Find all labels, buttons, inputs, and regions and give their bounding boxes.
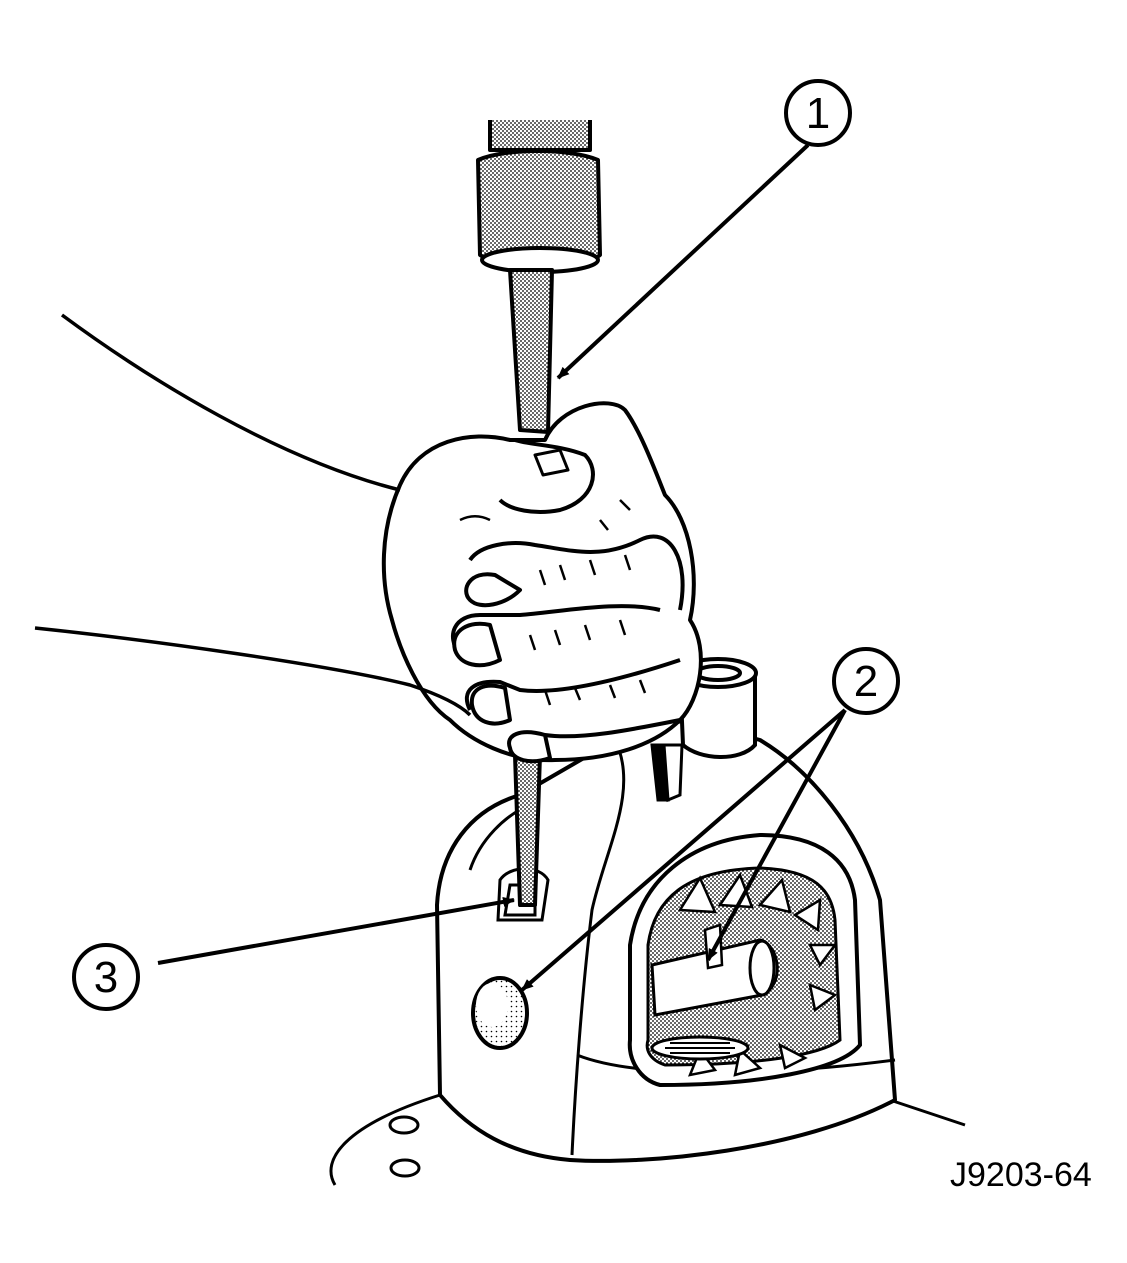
axle-housing-flange [329,1093,966,1186]
callout-number-2: 2 [854,657,878,706]
callout-number-1: 1 [806,89,830,138]
punch-tool [476,120,602,907]
callout-1: 1 [784,79,852,147]
housing-tab [650,743,684,803]
hand [381,401,703,764]
callout-circle-1 [784,79,852,147]
leader-1 [556,143,810,380]
leader-2a [520,708,847,992]
housing-plug [471,976,529,1050]
callout-3: 3 [72,943,140,1011]
arm-contours [34,313,472,717]
callout-2: 2 [832,647,900,715]
leader-3 [157,896,515,965]
leader-2b [706,709,847,961]
callout-circle-3 [72,943,140,1011]
callout-number-3: 3 [94,953,118,1002]
callout-circle-2 [832,647,900,715]
differential-window [627,832,863,1088]
leader-lines [157,143,847,992]
figure-id: J9203-64 [950,1156,1092,1194]
